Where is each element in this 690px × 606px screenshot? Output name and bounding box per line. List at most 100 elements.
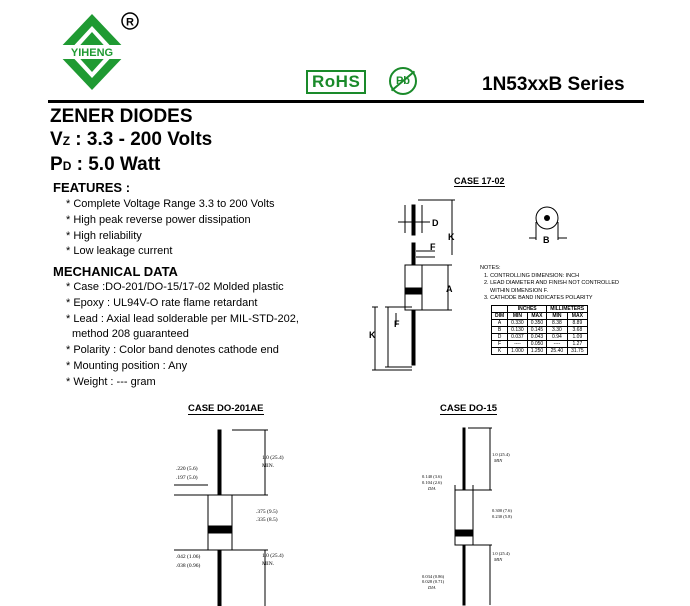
rohs-badge: RoHS (306, 70, 367, 94)
series-title: 1N53xxB Series (482, 74, 625, 95)
do201-dia-b: .197 (5.0) (176, 474, 198, 481)
list-item: * Lead : Axial lead solderable per MIL-S… (66, 312, 299, 325)
table-row: DIM MIN MAX MIN MAX (490, 312, 589, 320)
do15-drawing: 1.0 (25.4) MIN 0.140 (3.6) 0.104 (2.6) D… (422, 427, 512, 606)
power-rating: PD : 5.0 Watt (50, 154, 160, 176)
table-header: MAX (526, 312, 548, 320)
table-cell: B (490, 326, 509, 334)
do201-drawing: 1.0 (25.4) MIN. .220 (5.6) .197 (5.0) .3… (174, 429, 284, 606)
do201-lead-b: .038 (0.96) (176, 562, 200, 569)
vz-symbol: V (50, 129, 63, 150)
do201-top-min: MIN. (262, 463, 275, 469)
note-line: WITHIN DIMENSION F. (490, 287, 549, 294)
list-item: * Mounting position : Any (66, 359, 188, 372)
table-cell: K (490, 347, 509, 355)
pd-symbol: P (50, 154, 63, 175)
dim-label-k-bottom: K (369, 330, 376, 340)
pd-text: : 5.0 Watt (71, 154, 161, 175)
do15-top-len: 1.0 (25.4) (492, 452, 510, 457)
table-cell: 25.40 (546, 347, 568, 355)
table-cell (490, 305, 509, 313)
dim-label-a: A (446, 284, 453, 294)
case17-drawing: D K F A K F (369, 199, 455, 371)
voltage-range: VZ : 3.3 - 200 Volts (50, 129, 212, 151)
vz-sub: Z (62, 134, 71, 148)
list-item: * Weight : --- gram (66, 375, 156, 388)
table-header: MIN (507, 312, 528, 320)
table-row: INCHES MILLIMETERS (490, 305, 589, 313)
pb-free-icon: Pb (389, 67, 417, 95)
do15-body-a: 0.300 (7.6) (492, 508, 512, 513)
do201-body-b: .335 (8.5) (256, 516, 278, 523)
do15-body-b: 0.230 (5.8) (492, 514, 512, 519)
doc-title: ZENER DIODES (50, 106, 193, 127)
list-item: * Epoxy : UL94V-O rate flame retardant (66, 296, 258, 309)
do201-dia-a: .220 (5.6) (176, 465, 198, 472)
case17-notes: NOTES: 1. CONTROLLING DIMENSION: INCH 2.… (480, 265, 619, 303)
pb-free-text: Pb (395, 75, 411, 87)
list-item: * Low leakage current (66, 245, 173, 258)
table-cell: 1.000 (507, 347, 528, 355)
note-line: 1. CONTROLLING DIMENSION: INCH (484, 272, 580, 279)
list-item: method 208 guaranteed (72, 328, 189, 341)
table-cell: 0.050 (526, 340, 548, 348)
do15-lead-b: 0.028 (0.71) (422, 579, 445, 584)
do15-dia-a: 0.140 (3.6) (422, 474, 442, 479)
list-item: * Complete Voltage Range 3.3 to 200 Volt… (66, 198, 275, 210)
table-cell: ---- (507, 340, 528, 348)
list-item: * Case :DO-201/DO-15/17-02 Molded plasti… (66, 281, 284, 293)
table-cell: 0.330 (507, 319, 528, 327)
table-cell: ---- (546, 340, 568, 348)
do15-dia-label: DIA (427, 486, 436, 491)
table-header: MAX (566, 312, 589, 320)
do15-top-min: MIN (493, 458, 503, 463)
yiheng-logo: YIHENG R (50, 8, 150, 98)
table-cell: 8.89 (566, 319, 589, 327)
do201-body-a: .375 (9.5) (256, 508, 278, 515)
registered-mark-text: R (126, 17, 134, 29)
list-item: * Polarity : Color band denotes cathode … (66, 344, 279, 357)
dim-label-f-bottom: F (394, 319, 400, 329)
do15-bot-min: MIN (493, 557, 503, 562)
table-cell: 0.130 (507, 326, 528, 334)
header-divider (48, 100, 644, 103)
table-header: MILLIMETERS (546, 305, 589, 313)
table-cell: 1.09 (566, 333, 589, 341)
features-heading: FEATURES : (53, 180, 131, 195)
do15-lead-label: DIA (427, 585, 436, 590)
table-cell: D (490, 333, 509, 341)
table-cell: 31.75 (566, 347, 589, 355)
table-header: INCHES (507, 305, 548, 313)
table-cell: 0.043 (526, 333, 548, 341)
note-line: 3. CATHODE BAND INDICATES POLARITY (484, 295, 593, 301)
vz-text: : 3.3 - 200 Volts (70, 129, 213, 150)
pd-sub: D (62, 159, 72, 173)
note-line: NOTES: (480, 265, 501, 271)
do15-lead-a: 0.034 (0.86) (422, 574, 445, 579)
table-cell: 0.037 (507, 333, 528, 341)
do201-bot-len: 1.0 (25.4) (262, 552, 284, 559)
table-cell: 1.27 (566, 340, 589, 348)
dimension-table: INCHES MILLIMETERS DIM MIN MAX MIN MAX A… (490, 305, 589, 355)
table-cell: 0.94 (546, 333, 568, 341)
mechanical-heading: MECHANICAL DATA (53, 264, 178, 279)
table-cell: 0.350 (526, 319, 548, 327)
table-cell: 3.68 (566, 326, 589, 334)
do15-dia-b: 0.104 (2.6) (422, 480, 442, 485)
do15-bot-len: 1.0 (25.4) (492, 551, 510, 556)
logo-diamond-icon: YIHENG R (54, 12, 139, 90)
table-cell: 0.145 (526, 326, 548, 334)
logo-brand-text: YIHENG (71, 47, 113, 59)
list-item: * High peak reverse power dissipation (66, 213, 251, 226)
table-cell: F (490, 340, 509, 348)
table-row: F----0.050----1.27 (490, 340, 589, 348)
table-cell: 8.38 (546, 319, 568, 327)
do201-top-len: 1.0 (25.4) (262, 454, 284, 461)
table-header: DIM (490, 312, 509, 320)
mechanical-list: * Case :DO-201/DO-15/17-02 Molded plasti… (66, 280, 299, 391)
do15-title: CASE DO-15 (440, 403, 498, 415)
